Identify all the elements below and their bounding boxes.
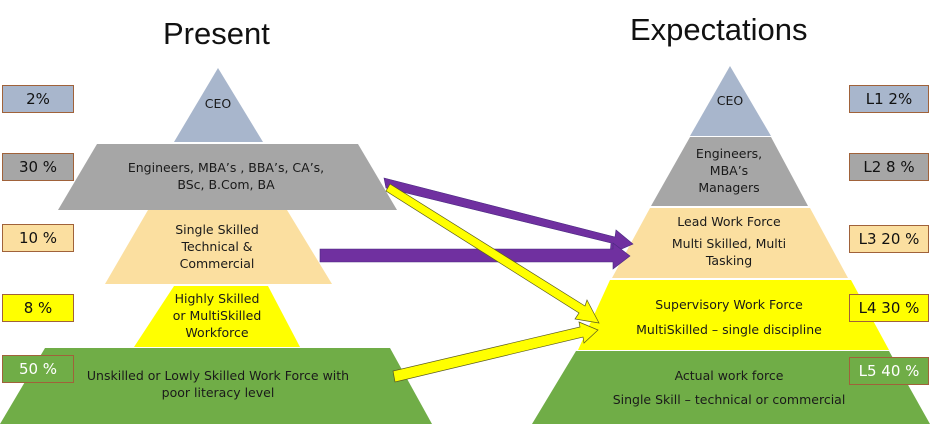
expect-badge-l1: L1 2% xyxy=(849,85,929,113)
expect-tier-actual-work-force xyxy=(532,351,930,424)
present-badge-engineers-mba: 30 % xyxy=(2,153,74,181)
present-tier-highly-skilled xyxy=(134,286,300,347)
expect-tier-lead-work-force xyxy=(612,208,848,278)
present-tier-ceo xyxy=(174,68,263,142)
present-tier-engineers-mba xyxy=(58,144,397,210)
expect-tier-managers xyxy=(651,137,808,206)
present-ceo-label: CEO xyxy=(204,96,232,111)
expect-badge-l2: L2 8 % xyxy=(849,153,929,181)
expect-ceo-label: CEO xyxy=(716,93,744,108)
expect-tier-ceo xyxy=(690,66,771,136)
present-badge-ceo: 2% xyxy=(2,85,74,113)
present-tier-single-skilled xyxy=(105,210,332,284)
present-highly-skilled-label: Highly Skilled or MultiSkilled Workforce xyxy=(172,291,262,340)
arrow-single-skilled-to-lead xyxy=(319,242,631,270)
expect-actual-work-force-label: Actual work force Single Skill – technic… xyxy=(612,368,846,407)
expectations-title: Expectations xyxy=(630,12,808,47)
expect-tier-supervisory-work-force xyxy=(578,280,889,350)
expect-managers-label: Engineers, MBA’s Managers xyxy=(695,146,763,195)
present-engineers-mba-label: Engineers, MBA’s , BBA’s, CA’s, BSc, B.C… xyxy=(127,160,325,192)
arrow-engineers-to-lead xyxy=(383,177,634,255)
present-single-skilled-label: Single Skilled Technical & Commercial xyxy=(175,222,259,271)
expect-badge-l5: L5 40 % xyxy=(849,357,929,385)
present-unskilled-label: Unskilled or Lowly Skilled Work Force wi… xyxy=(86,368,350,400)
present-title: Present xyxy=(163,16,270,51)
expect-lead-work-force-label: Lead Work Force Multi Skilled, Multi Tas… xyxy=(671,214,787,268)
expect-badge-l4: L4 30 % xyxy=(849,294,929,322)
expect-supervisory-label: Supervisory Work Force MultiSkilled – si… xyxy=(636,297,822,337)
present-tier-unskilled xyxy=(0,348,432,424)
present-badge-highly-skilled: 8 % xyxy=(2,294,74,322)
arrow-unskilled-to-supervisory xyxy=(392,321,599,383)
present-badge-single-skilled: 10 % xyxy=(2,224,74,252)
arrow-engineers-to-supervisory xyxy=(385,183,600,324)
expect-badge-l3: L3 20 % xyxy=(849,225,929,253)
present-badge-unskilled: 50 % xyxy=(2,355,74,383)
